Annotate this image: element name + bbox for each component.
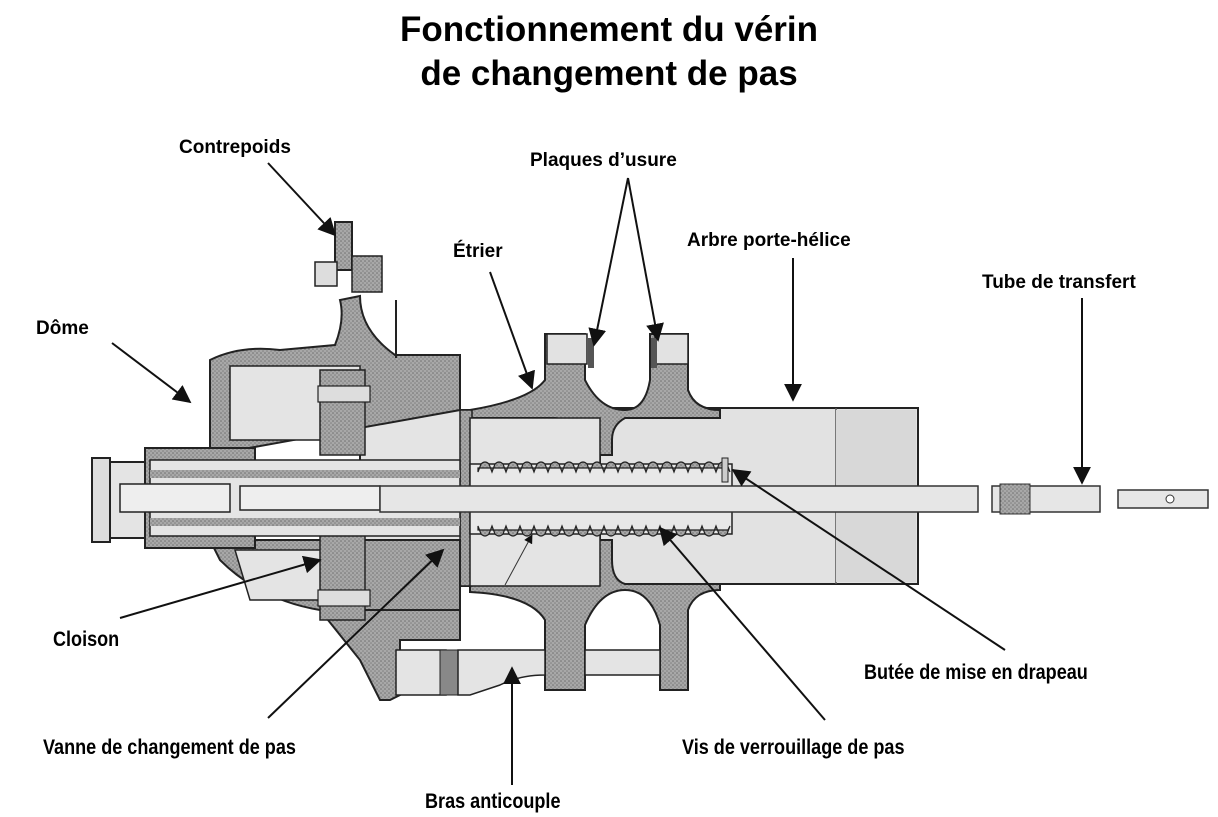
label-vis-verrouillage: Vis de verrouillage de pas	[682, 736, 905, 759]
label-contrepoids: Contrepoids	[179, 137, 291, 158]
arrow-vis	[658, 526, 826, 721]
arrow-butee	[731, 469, 1006, 651]
label-butee-drapeau: Butée de mise en drapeau	[864, 661, 1088, 684]
label-arbre-porte-helice: Arbre porte-hélice	[687, 230, 851, 251]
arrow-plaques-usure-2	[627, 177, 664, 342]
label-cloison: Cloison	[53, 628, 120, 651]
arrow-vis-2	[504, 534, 533, 586]
label-plaques-usure: Plaques d’usure	[530, 150, 677, 171]
arrow-contrepoids	[267, 162, 337, 237]
arrow-etrier	[489, 271, 535, 390]
label-vanne-changement: Vanne de changement de pas	[43, 736, 296, 759]
transfer-tube	[379, 483, 1209, 515]
label-dome: Dôme	[36, 318, 89, 339]
label-tube-transfert: Tube de transfert	[982, 272, 1136, 293]
arrow-vanne	[267, 548, 445, 719]
arrow-plaques-usure-1	[588, 177, 629, 347]
diagram-title-line-1: Fonctionnement du vérin	[399, 10, 819, 49]
arrow-dome	[111, 342, 192, 404]
diagram-title-line-2: de changement de pas	[420, 54, 798, 93]
arrow-cloison	[119, 555, 322, 619]
leader-lines	[111, 162, 1091, 785]
label-etrier: Étrier	[453, 241, 503, 262]
bulkhead	[317, 369, 371, 621]
counterweight	[314, 221, 397, 358]
anti-torque-arm	[395, 649, 661, 696]
label-bras-anticouple: Bras anticouple	[425, 790, 561, 813]
